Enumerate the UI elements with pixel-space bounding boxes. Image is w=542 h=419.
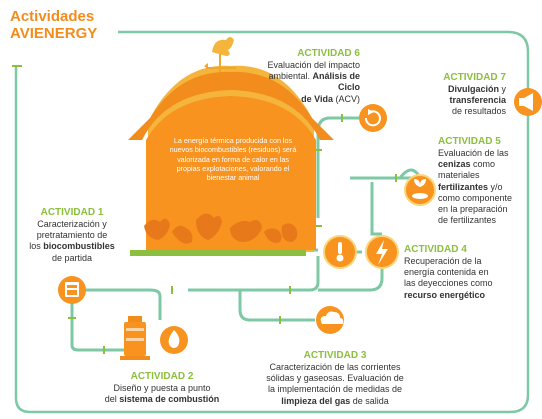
activity-2-heading: ACTIVIDAD 2 (130, 371, 194, 382)
activity-1-heading: ACTIVIDAD 1 (40, 207, 104, 218)
activity-3: ACTIVIDAD 3 Caracterización de las corri… (255, 350, 415, 407)
activity-1-line: pretratamiento de (36, 230, 108, 241)
activity-2-line: del sistema de combustión (82, 394, 242, 405)
activity-4-heading: ACTIVIDAD 4 (404, 244, 467, 255)
lightning-icon (365, 235, 399, 269)
activity-1-text-part: los (29, 241, 44, 252)
activity-5: ACTIVIDAD 5 Evaluación de las cenizas co… (438, 136, 534, 226)
activity-5-heading: ACTIVIDAD 5 (438, 136, 501, 147)
plant-soil-icon (404, 174, 436, 206)
activity-1-line: de partida (51, 252, 93, 263)
activity-3-text: Caracterización de las corrientes sólida… (255, 362, 415, 407)
activity-2-text-part: del (104, 394, 120, 405)
thermometer-icon (323, 235, 357, 269)
activity-3-bold: limpieza del gas (281, 395, 351, 406)
activity-6-bold: Análisis de Ciclo (312, 71, 360, 93)
burner-flame-icon (120, 316, 188, 360)
title-line2: AVIENERGY (10, 25, 98, 42)
activity-6-line: ambiental. Análisis de Ciclo (250, 71, 360, 93)
activity-7-heading: ACTIVIDAD 7 (443, 72, 506, 83)
activity-3-line: limpieza del gas de salida (255, 396, 415, 407)
activity-6: ACTIVIDAD 6 Evaluación del impacto ambie… (250, 48, 360, 105)
activity-1-bold: biocombustibles (43, 241, 115, 252)
megaphone-icon (514, 88, 542, 116)
activity-2-line: Diseño y puesta a punto (113, 383, 211, 393)
cloud-gas-icon (316, 306, 344, 334)
cycle-arrow-icon (359, 104, 387, 132)
activity-6-text-part: ambiental. (268, 71, 313, 82)
activity-5-line: como componente (438, 192, 513, 203)
activity-7-line: de resultados (451, 106, 506, 117)
page-title: Actividades AVIENERGY (10, 8, 97, 42)
activity-7-bold: transferencia (449, 95, 506, 106)
activity-5-line: materiales (438, 170, 480, 181)
activity-2: ACTIVIDAD 2 Diseño y puesta a punto del … (82, 371, 242, 405)
activity-4-text: Recuperación de la energía contenida en … (404, 256, 514, 301)
activity-6-text: Evaluación del impacto ambiental. Anális… (250, 60, 360, 105)
activity-5-line: Evaluación de las (438, 148, 509, 158)
activity-4-line: recurso energético (404, 290, 514, 301)
activity-4-bold: recurso energético (404, 289, 486, 300)
activity-2-bold: sistema de combustión (119, 394, 220, 405)
activity-5-text: Evaluación de las cenizas como materiale… (438, 148, 534, 226)
activity-4: ACTIVIDAD 4 Recuperación de la energía c… (404, 244, 514, 301)
activity-4-line: las deyecciones como (404, 278, 493, 289)
container-icon (58, 276, 86, 304)
activity-7-text: Divulgación y transferencia de resultado… (416, 84, 506, 118)
activity-7: ACTIVIDAD 7 Divulgación y transferencia … (416, 72, 506, 118)
activity-5-line: fertilizantes y/o (438, 182, 534, 193)
activity-6-heading: ACTIVIDAD 6 (297, 48, 360, 59)
activity-5-text-part: como (470, 159, 496, 170)
activity-6-text-part: (ACV) (333, 93, 361, 104)
activity-4-line: Recuperación de la (404, 256, 482, 266)
activity-3-line: Caracterización de las corrientes (269, 362, 401, 372)
activity-6-line: Evaluación del impacto (267, 60, 360, 70)
activity-3-line: la implementación de medidas de (267, 384, 403, 395)
activity-3-text-part: de salida (350, 395, 389, 406)
activity-1: ACTIVIDAD 1 Caracterización y pretratami… (12, 207, 132, 264)
activity-4-line: energía contenida en (404, 267, 489, 278)
activity-5-bold: cenizas (438, 159, 471, 170)
activity-6-line: de Vida (ACV) (250, 94, 360, 105)
activity-7-line: Divulgación y (416, 84, 506, 95)
weathervane-rooster-icon (204, 37, 236, 72)
barn-text: La energía térmica producida con los nue… (169, 136, 297, 183)
activity-5-line: en la preparación (438, 204, 508, 215)
frame-line (14, 30, 530, 414)
activity-5-line: cenizas como (438, 159, 534, 170)
title-line1: Actividades (10, 8, 95, 25)
activity-3-line: sólidas y gaseosas. Evaluación de (266, 373, 404, 384)
activity-7-line: transferencia (416, 95, 506, 106)
activity-7-bold: Divulgación (447, 84, 499, 94)
activity-5-bold: fertilizantes (438, 181, 489, 192)
activity-3-heading: ACTIVIDAD 3 (303, 350, 367, 361)
activity-7-text-part: y (498, 84, 506, 94)
chicken-silhouettes (144, 213, 298, 244)
activity-2-text: Diseño y puesta a punto del sistema de c… (82, 383, 242, 405)
activity-1-line: Caracterización y (37, 219, 107, 229)
activity-6-bold: de Vida (301, 93, 333, 104)
activity-5-text-part: y/o (488, 181, 503, 192)
activity-1-line: los biocombustibles (12, 241, 132, 252)
activity-1-text: Caracterización y pretratamiento de los … (12, 219, 132, 264)
activity-5-line: de fertilizantes (438, 215, 497, 226)
barn (128, 65, 334, 256)
